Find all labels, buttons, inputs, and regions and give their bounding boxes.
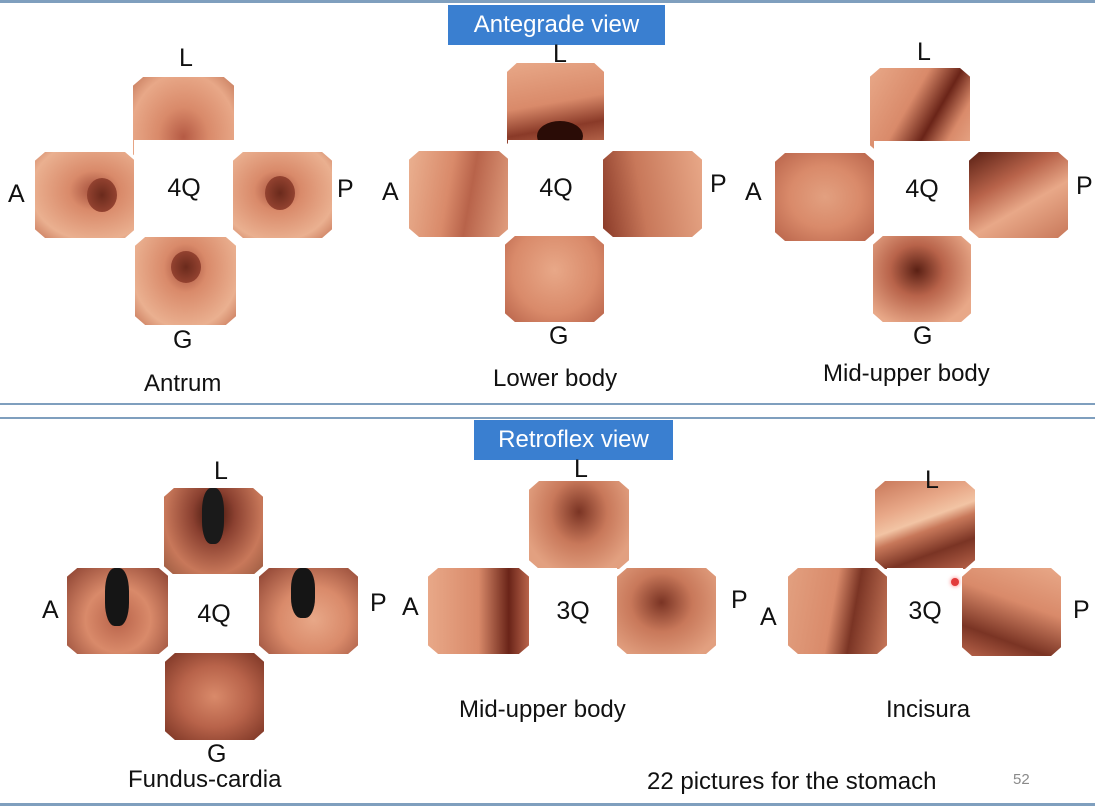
caption-incisura: Incisura: [886, 696, 971, 723]
label-left: A: [42, 596, 59, 624]
page-number: 52: [1013, 771, 1030, 788]
endoscopy-image-right: [969, 152, 1068, 238]
section-divider-lower: [0, 417, 1095, 419]
label-left: A: [745, 178, 762, 206]
endoscopy-image-left: [775, 153, 875, 241]
quadrant-box: 4Q: [168, 574, 260, 654]
label-top: L: [925, 466, 939, 494]
label-right: P: [370, 589, 387, 617]
endoscopy-image-right: [962, 568, 1061, 656]
endoscopy-image-top: [164, 488, 263, 575]
endoscopy-image-right: [233, 152, 332, 238]
label-bottom: G: [549, 322, 569, 350]
endoscopy-image-bottom: [505, 236, 604, 322]
label-left: A: [382, 178, 399, 206]
label-left: A: [402, 593, 419, 621]
quadrant-box: 4Q: [134, 140, 234, 237]
endoscopy-image-left: [35, 152, 135, 238]
endoscopy-image-top: [507, 63, 604, 152]
label-right: P: [731, 586, 748, 614]
endoscopy-image-top: [875, 481, 975, 569]
caption-lower-body: Lower body: [493, 365, 618, 392]
endoscopy-image-left: [409, 151, 509, 237]
endoscopy-image-right: [603, 151, 702, 237]
label-top: L: [553, 40, 567, 68]
endoscopy-image-left: [428, 568, 529, 654]
endoscopy-image-left: [788, 568, 887, 654]
label-right: P: [1073, 596, 1090, 624]
endoscopy-image-top: [529, 481, 629, 569]
label-left: A: [760, 603, 777, 631]
endoscopy-image-left: [67, 568, 169, 654]
quadrant-box: 4Q: [874, 141, 970, 238]
label-bottom: G: [173, 326, 193, 354]
caption-antrum: Antrum: [144, 370, 222, 397]
endoscopy-image-bottom: [873, 236, 971, 322]
caption-fundus-cardia: Fundus-cardia: [128, 766, 282, 793]
label-bottom: G: [207, 740, 227, 768]
caption-mid-upper-body: Mid-upper body: [823, 360, 990, 387]
endoscopy-image-bottom: [165, 653, 264, 740]
quadrant-box: 3Q: [887, 568, 963, 654]
section-divider-upper: [0, 403, 1095, 405]
label-right: P: [1076, 172, 1093, 200]
label-top: L: [214, 457, 228, 485]
quadrant-box: 3Q: [529, 568, 617, 654]
antegrade-title: Antegrade view: [448, 5, 665, 45]
quadrant-box: 4Q: [508, 140, 604, 236]
bottom-border: [0, 803, 1095, 806]
label-top: L: [917, 38, 931, 66]
label-right: P: [337, 175, 354, 203]
label-right: P: [710, 170, 727, 198]
label-top: L: [574, 455, 588, 483]
retroflex-title: Retroflex view: [474, 420, 673, 460]
caption-mid-upper-body: Mid-upper body: [459, 696, 626, 723]
endoscopy-image-right: [259, 568, 358, 654]
footer-note: 22 pictures for the stomach: [647, 768, 937, 795]
label-left: A: [8, 180, 25, 208]
endoscopy-image-top: [870, 68, 970, 154]
laser-pointer: [951, 578, 959, 586]
endoscopy-image-right: [617, 568, 716, 654]
label-bottom: G: [913, 322, 933, 350]
label-top: L: [179, 44, 193, 72]
top-border: [0, 0, 1095, 3]
endoscopy-image-bottom: [135, 237, 236, 325]
